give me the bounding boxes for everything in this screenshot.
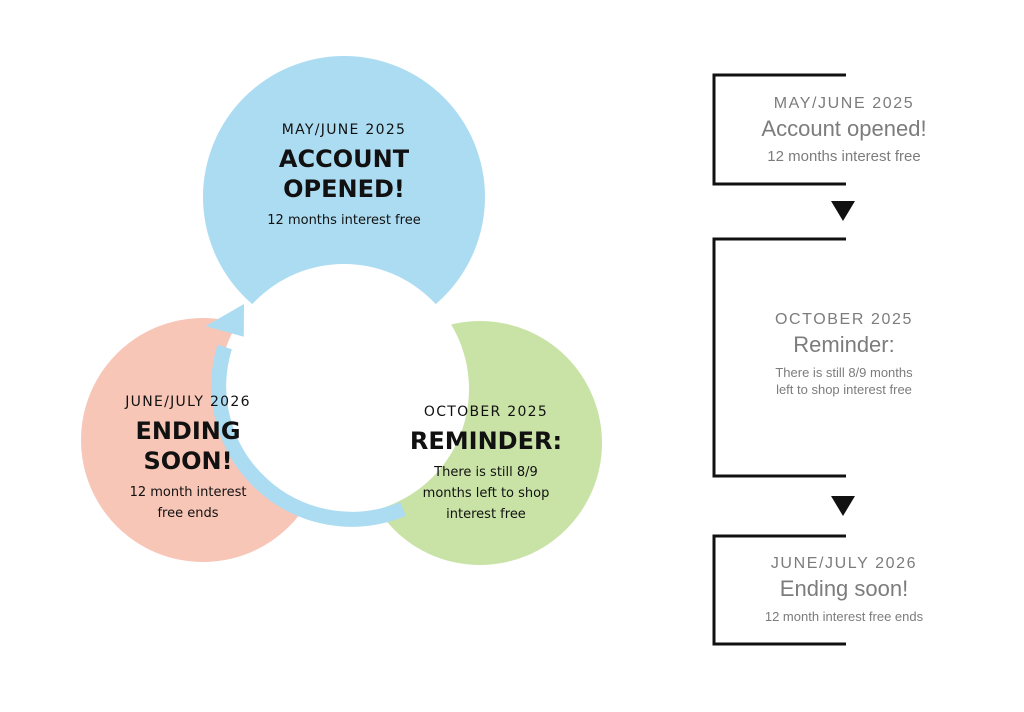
ending-subtext-line2: free ends [157,506,219,521]
timeline-step-2-date: OCTOBER 2025 [774,311,914,328]
timeline-step-2-sub-line2: left to shop interest free [776,382,912,397]
timeline-step-3-sub: 12 month interest free ends [764,609,924,624]
reminder-subtext-line2: months left to shop [422,486,550,501]
timeline [712,73,855,646]
timeline-step-1-date: MAY/JUNE 2025 [773,95,915,112]
timeline-bracket-3 [712,534,846,646]
account-heading: ACCOUNT OPENED! [224,144,464,204]
timeline-down-arrow-1 [831,201,855,221]
ending-heading-line1: ENDING [135,417,241,445]
ending-subtext-line1: 12 month interest [129,485,247,500]
timeline-bracket-1 [712,73,846,186]
account-subtext: 12 months interest free [267,213,421,228]
account-date: MAY/JUNE 2025 [281,122,407,138]
timeline-step-3-title: Ending soon! [779,576,909,601]
account-circle [203,56,485,338]
timeline-step-1: MAY/JUNE 2025 Account opened! 12 months … [729,95,959,166]
center-white-circle [219,264,469,514]
timeline-step-2: OCTOBER 2025 Reminder: There is still 8/… [729,311,959,398]
timeline-step-2-sub: There is still 8/9 months left to shop i… [729,364,959,398]
timeline-step-2-title: Reminder: [793,332,895,357]
ending-date: JUNE/JULY 2026 [125,394,251,410]
timeline-bracket-2 [712,237,846,478]
timeline-step-1-title: Account opened! [761,116,927,141]
cycle-arrow-arc [211,344,406,527]
reminder-subtext-line3: interest free [446,507,526,522]
reminder-subtext-line1: There is still 8/9 [434,465,538,480]
timeline-step-3-date: JUNE/JULY 2026 [770,555,918,572]
reminder-circle-text: OCTOBER 2025 REMINDER: There is still 8/… [386,404,586,525]
timeline-down-arrow-2 [831,496,855,516]
account-heading-line1: ACCOUNT [278,145,410,173]
account-heading-line2: OPENED! [283,175,405,203]
cycle-arrowhead [205,304,244,337]
timeline-step-1-sub: 12 months interest free [767,148,921,165]
reminder-heading: REMINDER: [409,427,563,455]
reminder-subtext: There is still 8/9 months left to shop i… [386,462,586,525]
ending-circle-text: JUNE/JULY 2026 ENDING SOON! 12 month int… [93,394,283,524]
ending-heading: ENDING SOON! [93,416,283,476]
ending-heading-line2: SOON! [143,447,233,475]
timeline-step-2-sub-line1: There is still 8/9 months [775,365,913,380]
reminder-date: OCTOBER 2025 [423,404,549,420]
timeline-step-3: JUNE/JULY 2026 Ending soon! 12 month int… [729,555,959,625]
ending-subtext: 12 month interest free ends [93,482,283,524]
account-circle-text: MAY/JUNE 2025 ACCOUNT OPENED! 12 months … [224,122,464,231]
